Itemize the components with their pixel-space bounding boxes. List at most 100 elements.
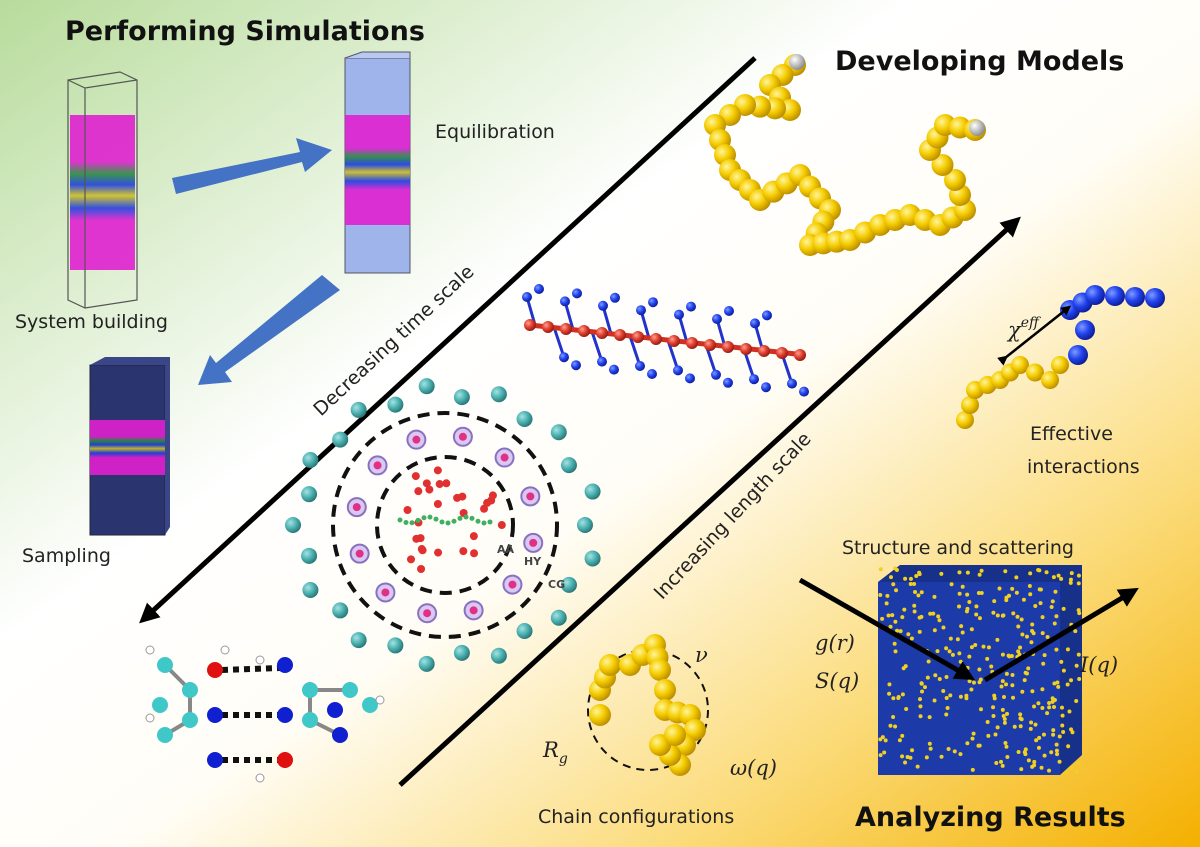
aa-chain-atom bbox=[409, 520, 415, 526]
dot bbox=[944, 674, 949, 679]
water-bead bbox=[458, 492, 467, 501]
dot bbox=[1052, 621, 1057, 626]
hy-center bbox=[458, 432, 467, 441]
dot bbox=[896, 696, 901, 701]
label-aa: AA bbox=[497, 543, 515, 556]
bond bbox=[590, 331, 604, 363]
dot bbox=[952, 749, 957, 754]
bead bbox=[571, 360, 581, 371]
dot bbox=[893, 649, 898, 654]
dot bbox=[1045, 711, 1050, 716]
hy-center bbox=[469, 606, 478, 615]
dot bbox=[1042, 653, 1047, 658]
base-pair-molecule bbox=[145, 645, 385, 783]
dot bbox=[1018, 712, 1023, 717]
bead bbox=[664, 724, 686, 746]
dot bbox=[931, 611, 936, 616]
bead bbox=[648, 297, 658, 308]
dot bbox=[1034, 738, 1039, 743]
dot bbox=[1056, 684, 1061, 689]
dot bbox=[977, 572, 982, 577]
dot bbox=[1024, 671, 1029, 676]
dot bbox=[1020, 632, 1025, 637]
dot bbox=[1045, 634, 1050, 639]
dot bbox=[944, 712, 949, 717]
dot bbox=[969, 645, 974, 650]
dot bbox=[925, 675, 930, 680]
dot bbox=[1068, 577, 1073, 582]
label-i-q: I(q) bbox=[1079, 653, 1118, 677]
hy-center bbox=[423, 609, 432, 618]
bead bbox=[1075, 320, 1095, 340]
label-cg: CG bbox=[548, 578, 565, 591]
dot bbox=[1002, 695, 1007, 700]
dot bbox=[1051, 575, 1056, 580]
dot bbox=[1027, 584, 1032, 589]
polymer-backbone-model bbox=[522, 284, 809, 397]
dot bbox=[924, 755, 929, 760]
dot bbox=[976, 743, 981, 748]
atom bbox=[277, 752, 293, 768]
bead bbox=[799, 386, 809, 397]
dot bbox=[1051, 732, 1056, 737]
dot bbox=[977, 616, 982, 621]
cg-bead bbox=[332, 602, 349, 619]
dot bbox=[1024, 634, 1029, 639]
aa-chain-atom bbox=[487, 519, 493, 525]
dot bbox=[1001, 613, 1006, 618]
aa-chain-atom bbox=[415, 517, 421, 523]
dot bbox=[918, 697, 923, 702]
dot bbox=[1028, 592, 1033, 597]
dot bbox=[974, 604, 979, 609]
dot bbox=[1077, 611, 1082, 616]
dot bbox=[919, 590, 924, 595]
atom bbox=[157, 657, 173, 673]
aa-chain-atom bbox=[439, 519, 445, 525]
bead bbox=[589, 704, 611, 726]
dot bbox=[1023, 747, 1028, 752]
dot bbox=[955, 637, 960, 642]
dot bbox=[949, 582, 954, 587]
dot bbox=[1076, 652, 1081, 657]
bead bbox=[1085, 285, 1105, 305]
dot bbox=[928, 611, 933, 616]
dot bbox=[991, 713, 996, 718]
dot bbox=[971, 731, 976, 736]
label-sampling: Sampling bbox=[22, 545, 111, 567]
water-bead bbox=[435, 480, 444, 489]
cg-bead bbox=[302, 581, 319, 598]
dot bbox=[1069, 678, 1074, 683]
dot bbox=[900, 692, 905, 697]
dot bbox=[947, 649, 952, 654]
bead bbox=[1068, 345, 1088, 365]
dot bbox=[883, 738, 888, 743]
dot bbox=[936, 614, 941, 619]
dot bbox=[997, 586, 1002, 591]
arrow-build-to-equilibration bbox=[172, 138, 332, 194]
aa-chain-atom bbox=[433, 516, 439, 522]
dot bbox=[941, 625, 946, 630]
label-s-q: S(q) bbox=[815, 669, 859, 693]
title-performing-simulations: Performing Simulations bbox=[65, 16, 425, 47]
bead bbox=[610, 292, 620, 303]
dot bbox=[1004, 598, 1009, 603]
dot bbox=[887, 682, 892, 687]
bead bbox=[711, 369, 721, 380]
dot bbox=[993, 732, 998, 737]
dot bbox=[1065, 682, 1070, 687]
bead bbox=[1105, 286, 1125, 306]
atom bbox=[302, 682, 318, 698]
bead bbox=[609, 364, 619, 375]
hy-center bbox=[381, 588, 390, 597]
label-effective: Effective bbox=[1030, 423, 1113, 445]
cg-bead bbox=[387, 396, 404, 413]
dot bbox=[1060, 705, 1065, 710]
bead bbox=[704, 339, 716, 351]
aa-chain-atom bbox=[481, 520, 487, 526]
bead bbox=[758, 345, 770, 357]
dot bbox=[1036, 567, 1041, 572]
water-bead bbox=[417, 564, 426, 573]
label-hy: HY bbox=[524, 555, 542, 568]
dot bbox=[880, 735, 885, 740]
water-bead bbox=[403, 505, 412, 514]
